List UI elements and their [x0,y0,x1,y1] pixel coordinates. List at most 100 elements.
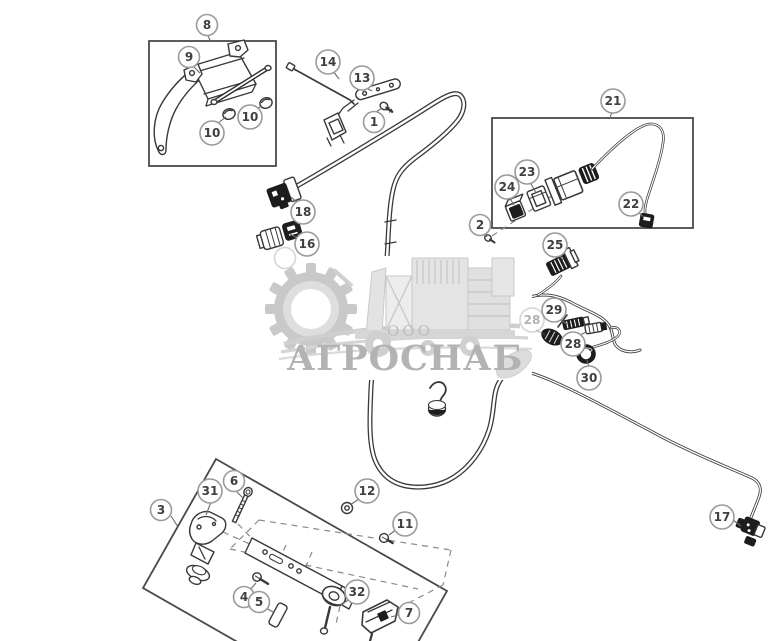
callout-24: 24 [494,174,520,200]
callout-25: 25 [542,232,568,258]
svg-text:24: 24 [499,180,516,194]
callout-9: 9 [177,45,201,69]
callout-12: 12 [354,478,380,504]
svg-text:5: 5 [255,595,263,609]
svg-text:8: 8 [203,18,211,32]
svg-text:17: 17 [714,510,731,524]
sensor-harness [528,246,642,364]
svg-text:10: 10 [242,110,259,124]
callout-11: 11 [392,511,418,537]
svg-text:3: 3 [157,503,165,517]
screw-4 [252,572,270,586]
detail-box-bracket [148,40,277,167]
svg-text:23: 23 [519,165,536,179]
svg-text:11: 11 [397,517,414,531]
knob-10-right [259,96,273,110]
svg-text:9: 9 [185,50,193,64]
wing-knob [185,564,211,586]
callout-5: 5 [247,590,271,614]
watermark-company-prefix: ООО [387,322,433,340]
watermark-gear-icon [265,263,357,355]
callout-32: 32 [344,579,370,605]
svg-text:13: 13 [354,71,371,85]
connector-24 [504,193,527,222]
watermark-company-name: АГРОСНАБ [287,338,524,379]
svg-text:21: 21 [605,94,622,108]
connector-17 [735,516,766,547]
svg-text:7: 7 [405,606,413,620]
svg-text:18: 18 [295,205,312,219]
connector-25 [546,246,580,276]
svg-text:16: 16 [299,237,316,251]
cap-and-hook [427,381,447,417]
svg-text:25: 25 [547,238,564,252]
detail-box-jumper-harness [491,117,694,229]
callout-16: 16 [294,231,320,257]
knob-10-left [222,107,236,121]
svg-text:22: 22 [623,197,640,211]
connector-23 [526,185,552,212]
connector-22 [638,212,655,229]
svg-text:1: 1 [370,115,378,129]
callout-7: 7 [397,601,421,625]
svg-text:2: 2 [476,218,484,232]
connector-plate [544,176,563,206]
watermark: ООО АГРОСНАБ [262,256,533,380]
connector-29 [562,316,591,331]
connector-28-right [584,321,608,335]
svg-text:32: 32 [349,585,366,599]
screw-11 [378,532,394,545]
support-bracket-9 [153,39,273,156]
callout-28: 28 [560,331,586,357]
bracket-7 [361,599,399,641]
svg-text:28: 28 [524,313,541,327]
callout-22: 22 [618,191,644,217]
callout-14: 14 [315,49,341,75]
callout-28: 28 [519,307,545,333]
callout-10: 10 [237,104,263,130]
callout-17: 17 [709,504,735,530]
bolt-6 [231,486,253,524]
cable-tie-14 [285,62,355,105]
svg-text:29: 29 [546,303,563,317]
callout-2: 2 [468,213,492,237]
callout-31: 31 [197,478,223,504]
callout-3: 3 [149,498,173,522]
callout-23: 23 [514,159,540,185]
watermark-harvester-icon [332,257,532,379]
connector-body [553,170,584,201]
callout-1: 1 [362,110,386,134]
long-lead-wire [526,370,762,527]
jumper-harness-21 [491,122,665,237]
connector-18 [266,176,302,210]
callout-layer: 8910101413118162123242222529282830173316… [149,13,735,625]
mounting-kit [185,486,452,641]
callout-29: 29 [541,297,567,323]
svg-text:28: 28 [565,337,582,351]
callout-30: 30 [576,365,602,391]
svg-text:12: 12 [359,484,376,498]
screw-1 [379,101,394,113]
connector-16-housing [255,226,285,251]
harness-collar-marks [384,219,397,245]
detail-box-mounting-kit [141,457,449,641]
clamp-32 [319,585,347,635]
callout-faded [273,246,297,270]
callout-6: 6 [222,469,246,493]
svg-text:30: 30 [581,371,598,385]
clamp-bracket-13 [323,78,401,147]
svg-text:4: 4 [240,590,248,604]
bracket-31 [188,510,227,565]
svg-text:14: 14 [320,55,337,69]
svg-text:10: 10 [204,126,221,140]
callout-13: 13 [349,65,375,91]
svg-text:31: 31 [202,484,219,498]
callout-10: 10 [199,120,225,146]
spacer-5 [268,602,288,628]
callout-8: 8 [195,13,219,37]
svg-text:6: 6 [230,474,238,488]
callout-21: 21 [600,88,626,114]
callout-18: 18 [290,199,316,225]
